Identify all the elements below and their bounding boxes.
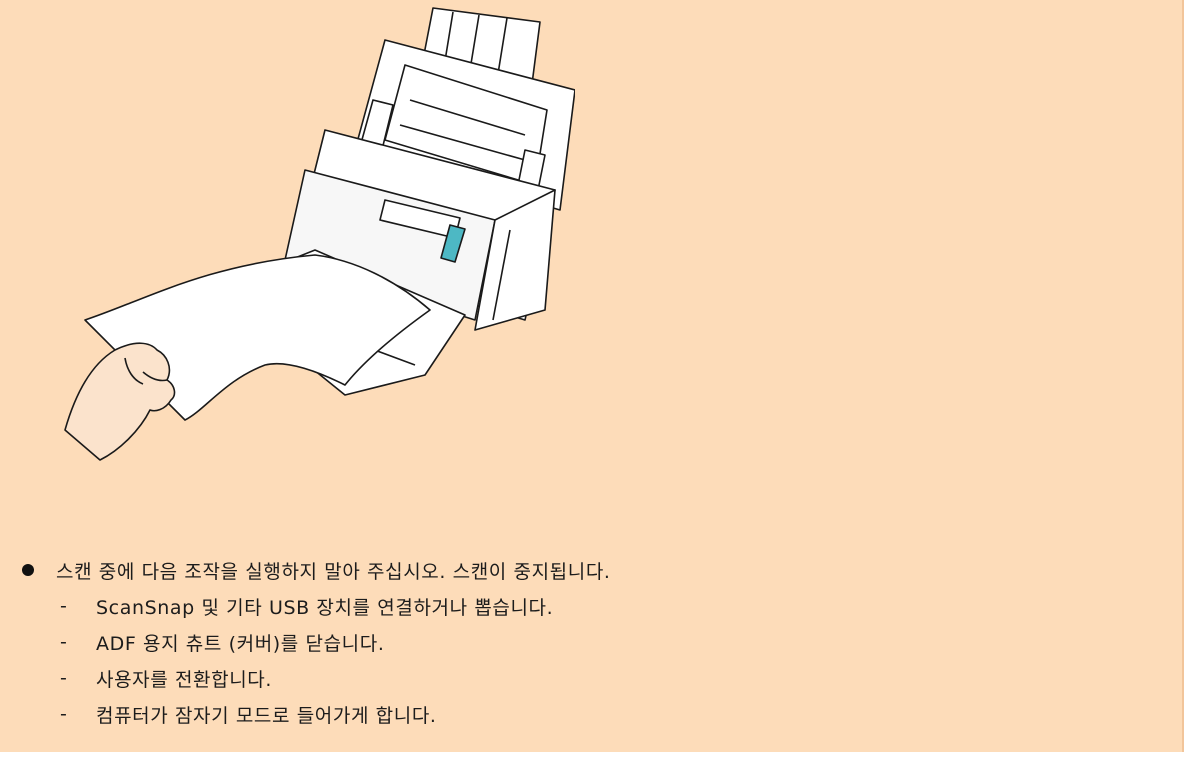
list-item-text: 컴퓨터가 잠자기 모드로 들어가게 합니다. (96, 704, 437, 727)
paper-sheet (84, 254, 431, 421)
note-panel: 스캔 중에 다음 조작을 실행하지 말아 주십시오. 스캔이 중지됩니다. - … (0, 0, 1184, 752)
sub-list: - ScanSnap 및 기타 USB 장치를 연결하거나 뽑습니다. - AD… (20, 588, 1160, 732)
scan-button (440, 224, 466, 263)
dash-marker: - (60, 667, 68, 689)
list-item: - ADF 용지 츄트 (커버)를 닫습니다. (20, 624, 1160, 660)
list-item-text: ScanSnap 및 기타 USB 장치를 연결하거나 뽑습니다. (96, 596, 554, 619)
list-item: - ScanSnap 및 기타 USB 장치를 연결하거나 뽑습니다. (20, 588, 1160, 624)
dash-marker: - (60, 595, 68, 617)
list-item: - 컴퓨터가 잠자기 모드로 들어가게 합니다. (20, 696, 1160, 732)
list-item-text: ADF 용지 츄트 (커버)를 닫습니다. (96, 632, 385, 655)
dash-marker: - (60, 631, 68, 653)
scanner-illustration (64, 7, 575, 461)
scan-warning-notes: 스캔 중에 다음 조작을 실행하지 말아 주십시오. 스캔이 중지됩니다. - … (20, 552, 1160, 732)
bullet-dot-icon (22, 564, 34, 576)
list-item: - 사용자를 전환합니다. (20, 660, 1160, 696)
hand (64, 342, 176, 461)
warning-text: 스캔 중에 다음 조작을 실행하지 말아 주십시오. 스캔이 중지됩니다. (56, 560, 611, 583)
bullet-item: 스캔 중에 다음 조작을 실행하지 말아 주십시오. 스캔이 중지됩니다. (20, 552, 1160, 588)
dash-marker: - (60, 703, 68, 725)
list-item-text: 사용자를 전환합니다. (96, 668, 272, 691)
